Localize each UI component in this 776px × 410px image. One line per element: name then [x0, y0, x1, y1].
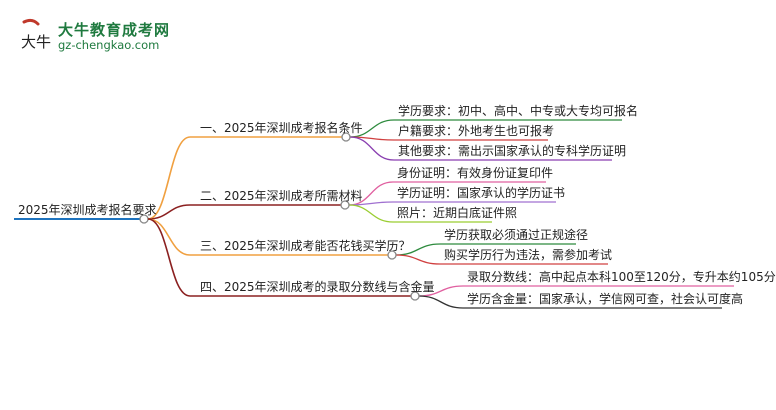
- mindmap-edges: [14, 119, 734, 309]
- leaf-label-2-2: 学历证明：国家承认的学历证书: [397, 186, 566, 200]
- logo-mark-text: 大牛: [21, 33, 51, 51]
- leaf-label-4-2: 学历含金量：国家承认，学信网可查，社会认可度高: [467, 292, 744, 306]
- site-logo: 大牛 大牛教育成考网 gz-chengkao.com: [18, 16, 188, 56]
- branch-label-1: 一、2025年深圳成考报名条件: [200, 121, 363, 135]
- root-node-label: 2025年深圳成考报名要求: [18, 203, 157, 217]
- leaf-connector-1-3: [349, 136, 395, 161]
- branch-collapse-knob-4[interactable]: [410, 291, 420, 301]
- leaf-label-1-3: 其他要求：需出示国家承认的专科学历证明: [398, 144, 627, 158]
- branch-collapse-knob-3[interactable]: [387, 250, 397, 260]
- leaf-connector-3-2: [395, 254, 441, 265]
- branch-connector-2: [147, 204, 191, 220]
- branch-connector-1: [147, 136, 191, 220]
- branch-label-2: 二、2025年深圳成考所需材料: [200, 189, 363, 203]
- branch-label-3: 三、2025年深圳成考能否花钱买学历？: [200, 239, 411, 253]
- branch-connector-4: [147, 218, 191, 297]
- leaf-label-1-1: 学历要求：初中、高中、中专或大专均可报名: [398, 104, 639, 118]
- leaf-connector-4-2: [418, 295, 464, 309]
- leaf-label-2-3: 照片：近期白底证件照: [397, 206, 518, 220]
- leaf-label-3-2: 购买学历行为违法，需参加考试: [444, 248, 613, 262]
- leaf-connector-2-3: [348, 204, 394, 223]
- branch-connector-3: [147, 218, 191, 256]
- branch-collapse-knob-1[interactable]: [341, 132, 351, 142]
- logo-mark-icon: 大牛: [21, 18, 51, 51]
- branch-collapse-knob-2[interactable]: [340, 200, 350, 210]
- logo-title: 大牛教育成考网: [58, 21, 171, 39]
- leaf-label-3-1: 学历获取必须通过正规途径: [444, 228, 589, 242]
- logo-url[interactable]: gz-chengkao.com: [58, 38, 160, 52]
- leaf-label-4-1: 录取分数线：高中起点本科100至120分，专升本约105分: [467, 270, 776, 284]
- leaf-label-2-1: 身份证明：有效身份证复印件: [397, 166, 554, 180]
- branch-label-4: 四、2025年深圳成考的录取分数线与含金量: [200, 280, 435, 294]
- leaf-label-1-2: 户籍要求：外地考生也可报考: [398, 124, 555, 138]
